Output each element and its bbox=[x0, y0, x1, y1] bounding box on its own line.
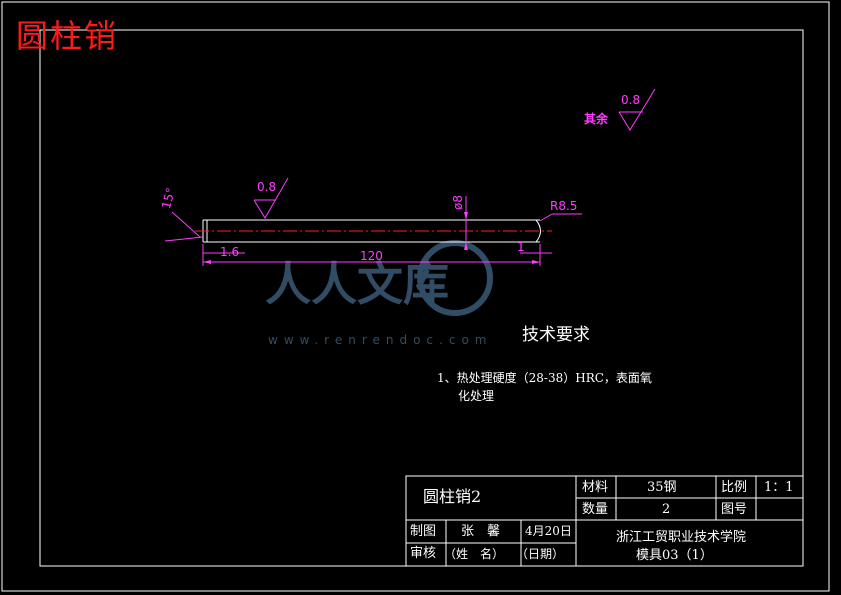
roughness-face: 0.8 bbox=[257, 180, 277, 194]
other-surface-label: 其余 bbox=[584, 112, 609, 126]
class-name: 模具03（1） bbox=[636, 548, 713, 563]
name-placeholder: （姓 名） bbox=[444, 547, 505, 561]
drawing-no-label: 图号 bbox=[721, 502, 748, 517]
outer-border bbox=[1, 1, 830, 592]
material-value: 35钢 bbox=[647, 480, 677, 495]
check-label: 审核 bbox=[410, 546, 437, 561]
watermark-text: 人人文库 bbox=[265, 257, 449, 311]
date-placeholder: （日期） bbox=[516, 547, 565, 561]
part-name: 圆柱销2 bbox=[423, 487, 482, 506]
material-label: 材料 bbox=[582, 480, 609, 495]
drawn-label: 制图 bbox=[410, 524, 437, 539]
watermark: 人人文库 www.renrendoc.com bbox=[265, 240, 493, 347]
dimensions bbox=[164, 88, 656, 266]
tech-requirement-1-line2: 化处理 bbox=[458, 389, 495, 403]
pin-body bbox=[195, 219, 552, 243]
drawn-name: 张 馨 bbox=[461, 524, 501, 539]
quantity-value: 2 bbox=[662, 502, 671, 517]
tech-requirements-heading: 技术要求 bbox=[522, 325, 590, 345]
length-label: 120 bbox=[360, 249, 383, 263]
tech-requirement-1-line1: 1、热处理硬度（28-38）HRC，表面氧 bbox=[437, 371, 652, 385]
chamfer-right-label: 1 bbox=[517, 240, 525, 254]
scale-label: 比例 bbox=[721, 480, 748, 495]
radius-label: R8.5 bbox=[550, 199, 578, 213]
watermark-url: www.renrendoc.com bbox=[268, 333, 492, 347]
chamfer-left-label: 1.6 bbox=[220, 245, 240, 259]
page-title: 圆柱销 bbox=[16, 17, 119, 55]
roughness-other: 0.8 bbox=[621, 93, 641, 107]
school-name: 浙江工贸职业技术学院 bbox=[616, 530, 747, 545]
drawn-date: 4月20日 bbox=[525, 524, 572, 538]
arrowheads bbox=[203, 212, 540, 264]
quantity-label: 数量 bbox=[582, 502, 609, 517]
scale-value: 1：1 bbox=[764, 480, 794, 495]
